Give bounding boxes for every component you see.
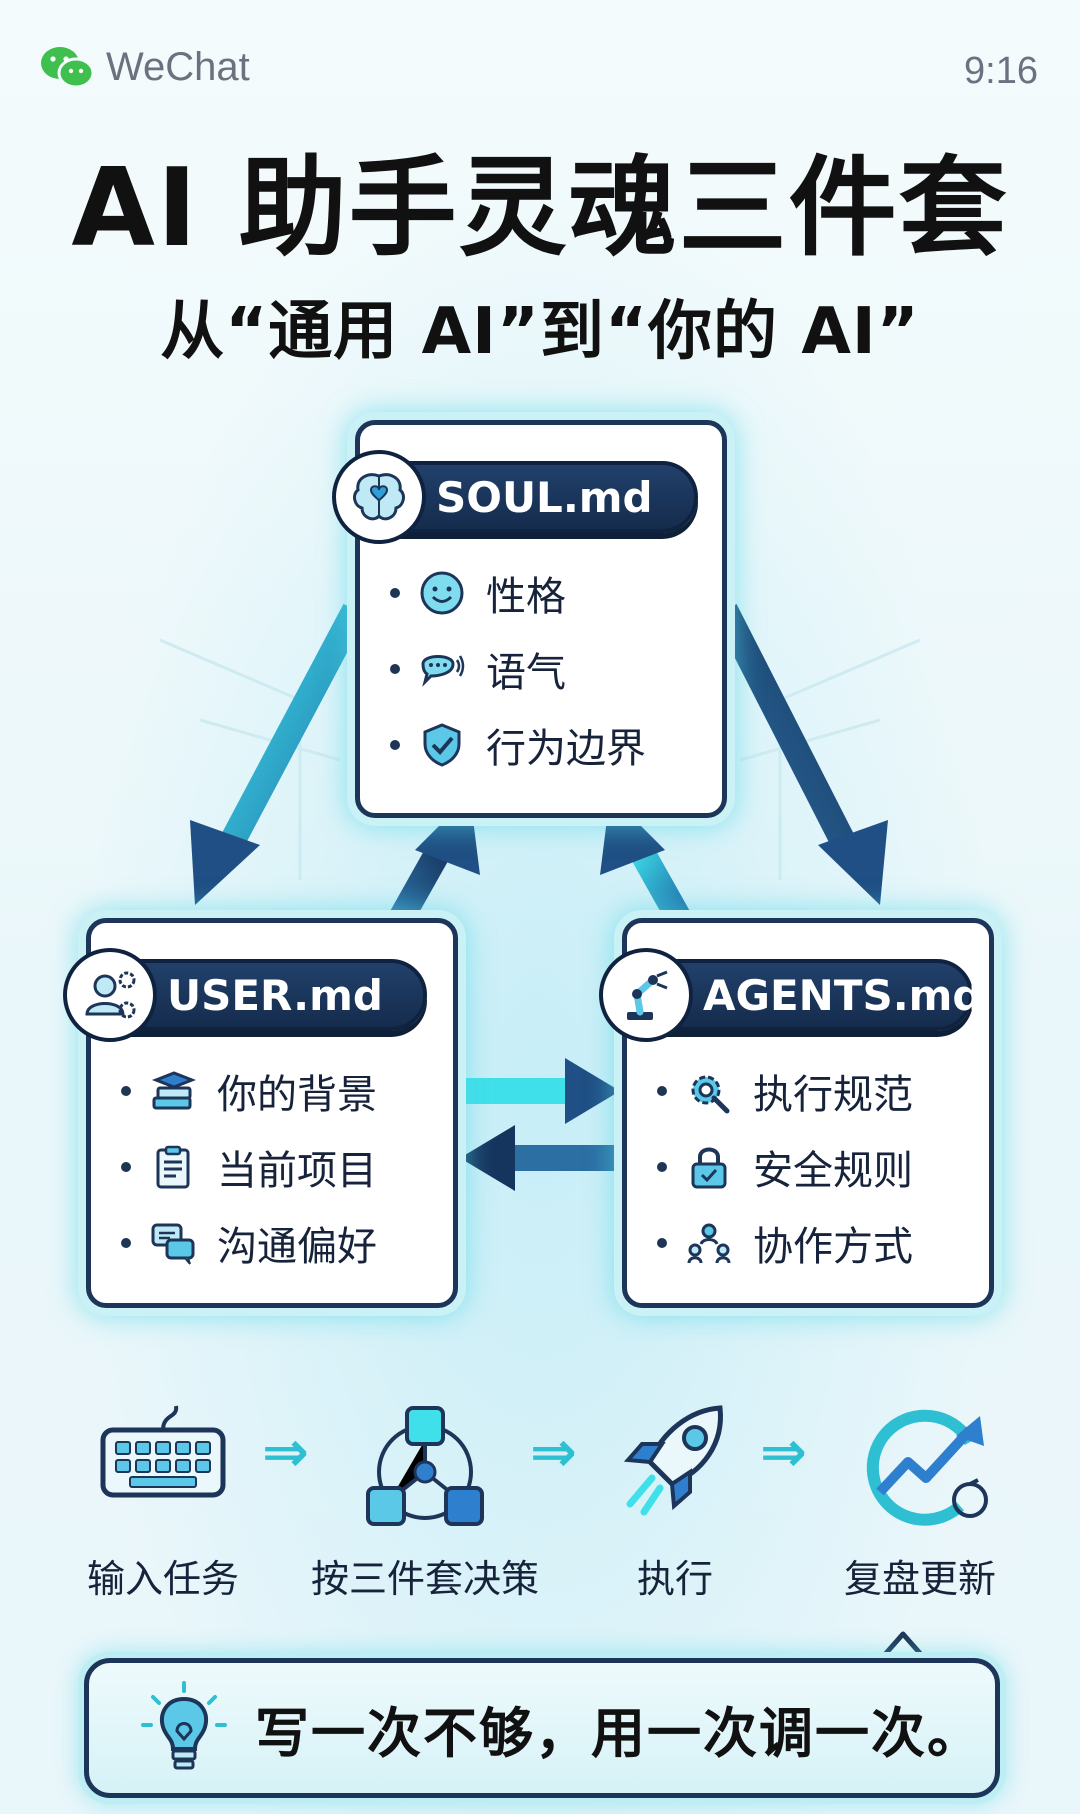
- clipboard-icon: [149, 1143, 197, 1191]
- soul-item: 性格: [390, 555, 646, 631]
- lightbulb-icon: [141, 1681, 227, 1770]
- arrow-soul-to-user: [190, 603, 367, 905]
- user-card: USER.md 你的背景 当前项目 沟通偏好: [63, 918, 458, 1308]
- soul-item: 语气: [390, 631, 646, 707]
- network-icon: [366, 1406, 484, 1526]
- shield-check-icon: [418, 721, 466, 769]
- agents-card: AGENTS.md 执行规范 安全规则 协作方式: [599, 918, 994, 1308]
- books-icon: [149, 1067, 197, 1115]
- arrow-agents-to-user: [460, 1125, 620, 1191]
- workflow: 输入任务 ⇒ 按三件套决策 ⇒ 执行 ⇒: [0, 1400, 1080, 1620]
- user-gear-icon: [63, 948, 157, 1042]
- flow-arrow-icon: ⇒: [262, 1420, 309, 1485]
- user-item: 当前项目: [121, 1129, 377, 1205]
- user-card-header: USER.md: [63, 948, 427, 1042]
- workflow-step-label: 执行: [636, 1557, 713, 1601]
- page-title: AI 助手灵魂三件套: [71, 146, 1009, 271]
- team-icon: [685, 1219, 733, 1267]
- chat-bubbles-icon: [149, 1219, 197, 1267]
- speech-bubble-icon: [418, 645, 466, 693]
- smile-icon: [418, 569, 466, 617]
- gear-wrench-icon: [685, 1067, 733, 1115]
- arrow-soul-to-agents: [713, 604, 888, 905]
- status-time: 9:16: [964, 50, 1038, 92]
- workflow-step-review: 复盘更新: [820, 1400, 1020, 1603]
- workflow-step-execute: 执行: [590, 1400, 760, 1603]
- lock-icon: [685, 1143, 733, 1191]
- brain-heart-icon: [332, 450, 426, 544]
- agents-card-title: AGENTS.md: [703, 970, 983, 1020]
- flow-arrow-icon: ⇒: [760, 1420, 807, 1485]
- wechat-brand: WeChat: [40, 44, 250, 90]
- soul-card-header: SOUL.md: [332, 450, 698, 544]
- user-item: 你的背景: [121, 1053, 377, 1129]
- workflow-step-label: 按三件套决策: [310, 1557, 539, 1601]
- app-name: WeChat: [106, 44, 250, 89]
- rocket-icon: [623, 1405, 723, 1516]
- page-subtitle: 从“通用 AI”到“你的 AI”: [160, 295, 920, 369]
- wechat-logo-icon: [41, 47, 94, 89]
- arrow-user-to-agents: [460, 1058, 620, 1124]
- agents-item: 执行规范: [657, 1053, 913, 1129]
- workflow-step-label: 输入任务: [86, 1557, 239, 1601]
- tip-banner-text: 写一次不够，用一次调一次。: [255, 1701, 983, 1765]
- workflow-step-label: 复盘更新: [843, 1557, 996, 1601]
- agents-card-header: AGENTS.md: [599, 948, 983, 1042]
- soul-card-title: SOUL.md: [436, 472, 653, 522]
- growth-cycle-icon: [866, 1409, 988, 1526]
- user-item: 沟通偏好: [121, 1205, 377, 1281]
- user-card-title: USER.md: [167, 970, 383, 1020]
- agents-item: 协作方式: [657, 1205, 913, 1281]
- tip-banner: 写一次不够，用一次调一次。: [84, 1658, 1000, 1798]
- soul-card: SOUL.md 性格 语气 行为边界: [332, 420, 727, 818]
- soul-item: 行为边界: [390, 707, 646, 783]
- agents-item: 安全规则: [657, 1129, 913, 1205]
- keyboard-icon: [100, 1405, 226, 1498]
- workflow-step-input: 输入任务: [68, 1400, 258, 1603]
- robot-arm-icon: [599, 948, 693, 1042]
- flow-arrow-icon: ⇒: [530, 1420, 577, 1485]
- workflow-step-decide: 按三件套决策: [310, 1400, 540, 1603]
